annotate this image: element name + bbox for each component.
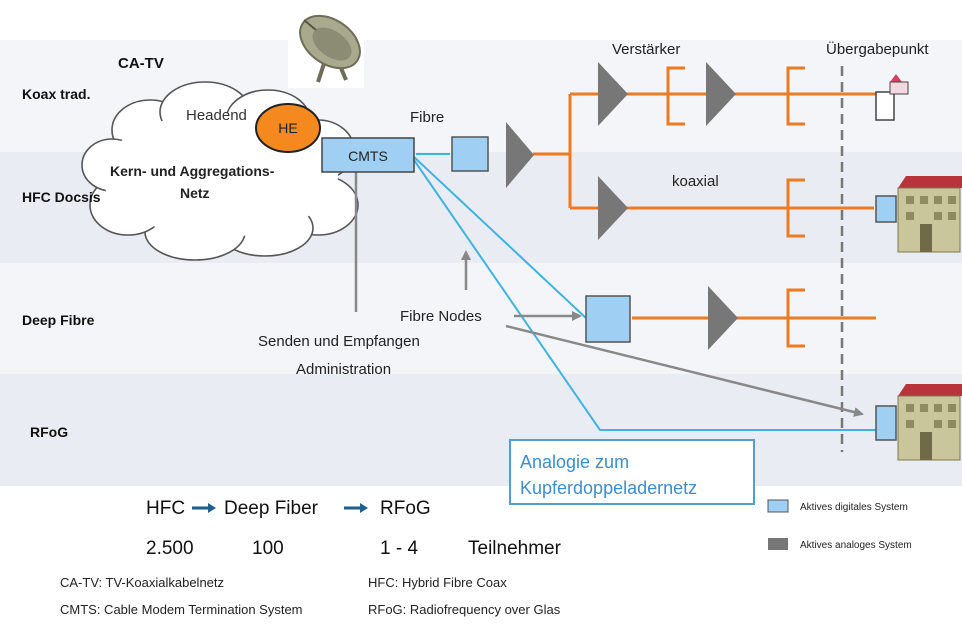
- building-icon: [897, 176, 962, 253]
- glossary-catv: CA-TV: TV-Koaxialkabelnetz: [60, 575, 224, 590]
- analogy-box: [509, 439, 755, 505]
- fibre-label: Fibre: [410, 109, 444, 126]
- amplifier-icon: [708, 286, 738, 350]
- arrow-right-icon: [344, 503, 368, 513]
- hfc-modem-box: [875, 195, 897, 223]
- deep-fibre-node-box: [585, 295, 631, 343]
- row-label-deep: Deep Fibre: [22, 312, 95, 328]
- progression-item: Deep Fiber: [224, 498, 319, 519]
- arrow-right-icon: [192, 503, 216, 513]
- row-label-koax: Koax trad.: [22, 86, 90, 102]
- he-label: HE: [278, 120, 297, 136]
- house-icon: [875, 74, 909, 121]
- uebergabepunkt-label: Übergabepunkt: [826, 40, 929, 58]
- cloud-label-line2: Netz: [180, 185, 210, 201]
- row-label-catv: CA-TV: [118, 55, 164, 72]
- cmts-label: CMTS: [348, 148, 388, 164]
- analogy-line1: Analogie zum: [520, 452, 629, 472]
- glossary-hfc: HFC: Hybrid Fibre Coax: [368, 575, 507, 590]
- annotation-arrows: [354, 170, 864, 417]
- subscriber-count: 2.500: [146, 538, 194, 559]
- amplifier-icon: [598, 62, 628, 126]
- amplifier-icon: [506, 122, 534, 188]
- headend-label: Headend: [186, 107, 247, 124]
- amplifier-icon: [598, 176, 628, 240]
- fibre-node-box: [451, 136, 489, 172]
- amplifier-icon: [706, 62, 736, 126]
- analogy-line2: Kupferdoppeladernetz: [520, 478, 697, 498]
- building-icon: [897, 384, 962, 461]
- headend-circle: [255, 103, 321, 153]
- progression-item: RFoG: [380, 498, 431, 519]
- amplifiers: [506, 62, 738, 350]
- cmts-box: [321, 137, 415, 173]
- subscriber-unit: Teilnehmer: [468, 538, 562, 559]
- cloud-label-line1: Kern- und Aggregations-: [110, 163, 275, 179]
- administration-label: Administration: [296, 361, 391, 378]
- koaxial-label: koaxial: [672, 173, 719, 190]
- senden-label: Senden und Empfangen: [258, 333, 420, 350]
- coax-network: [533, 66, 880, 348]
- legend-digital-label: Aktives digitales System: [800, 502, 908, 513]
- glossary-cmts: CMTS: Cable Modem Termination System: [60, 602, 303, 617]
- verstaerker-label: Verstärker: [612, 41, 680, 58]
- fibre-lines: [413, 153, 876, 431]
- legend-analog-swatch: [768, 538, 788, 550]
- satellite-dish-icon: [288, 8, 364, 88]
- subscriber-count: 1 - 4: [380, 538, 418, 559]
- progression-item: HFC: [146, 498, 185, 519]
- legend-digital-swatch: [767, 499, 789, 513]
- row-label-rfog: RFoG: [30, 424, 68, 440]
- glossary-rfog: RFoG: Radiofrequency over Glas: [368, 602, 561, 617]
- legend-analog-label: Aktives analoges System: [800, 540, 912, 551]
- fibre-nodes-label: Fibre Nodes: [400, 308, 482, 325]
- row-label-hfc: HFC Docsis: [22, 189, 101, 205]
- subscriber-count: 100: [252, 538, 284, 559]
- rfog-ont-box: [875, 405, 897, 441]
